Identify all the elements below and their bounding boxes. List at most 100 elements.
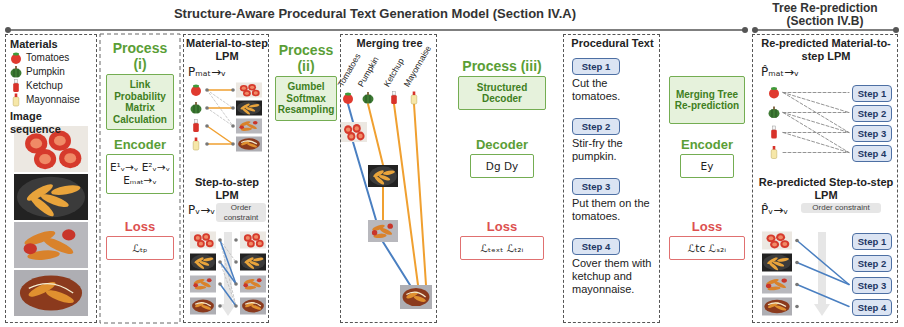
tomato-flesh: [54, 136, 66, 146]
tomato-slice: [256, 240, 264, 247]
step-sentence: Cut the tomatoes.: [572, 77, 658, 103]
photo-background: [762, 276, 792, 294]
tomato-flesh: [258, 242, 262, 246]
photo-background: [236, 83, 262, 98]
food-photo: [240, 298, 266, 315]
weak-link: [220, 240, 236, 262]
node-dot: [231, 124, 235, 128]
math-symbol: Pₘₐₜ→ᵥ: [188, 65, 228, 79]
tomato-flesh: [769, 236, 774, 240]
box-label: Gumbel Softmax Resampling: [278, 81, 335, 116]
predicted-link: [783, 132, 849, 133]
tomato-flesh: [64, 153, 76, 163]
material-icon: [363, 92, 374, 104]
photo-background: [240, 254, 266, 271]
pumpkin-wedge: [249, 104, 260, 108]
photo-background: [368, 165, 398, 187]
step-label: Step 3: [858, 280, 887, 291]
mayonnaise-drizzle: [245, 303, 261, 306]
tomato-flesh: [782, 242, 787, 246]
photo-background: [14, 174, 88, 220]
pumpkin-stripe: [366, 95, 367, 103]
photo-background: [400, 285, 432, 309]
dashed-panel: Re-predicted Material-to-step LPMP̂ₘₐₜ→ᵥ…: [752, 34, 898, 323]
material-name: Pumpkin: [26, 66, 65, 78]
step-link: [220, 262, 236, 284]
food-photo: [340, 122, 367, 142]
pumpkin-body: [11, 69, 22, 78]
food-photo: [762, 232, 792, 250]
tomato-slice: [202, 233, 210, 240]
food-photo: [400, 285, 432, 309]
material-icon: [193, 138, 199, 151]
step-label: Step 1: [582, 61, 611, 72]
tomato-leaf: [13, 53, 19, 56]
tree-edge: [394, 104, 418, 285]
tomato-piece: [388, 224, 393, 229]
step-label: Step 4: [858, 302, 887, 313]
process-box: Process (ii)Gumbel Softmax Resampling: [275, 76, 337, 121]
material-icon: [411, 92, 417, 105]
panel-heading: Step-to-step LPM: [186, 176, 268, 202]
tree-edge: [348, 104, 353, 122]
tomato-piece: [62, 229, 75, 240]
predicted-link: [783, 152, 849, 153]
sauce: [764, 300, 789, 314]
pumpkin-stem: [15, 66, 17, 69]
tomato-piece: [253, 121, 258, 125]
ketchup-bottle: [13, 83, 19, 92]
box-label: Link Probability Matrix Calculation: [109, 79, 171, 125]
tomato-piece: [24, 243, 37, 254]
photo-background: [368, 220, 398, 242]
math-symbol: E¹ᵥ→ᵥ E²ᵥ→ᵥ Eₘₐₜ→ᵥ: [109, 161, 171, 186]
panel-heading: Materials: [10, 38, 94, 51]
node-dot: [205, 106, 209, 110]
photo-background: [762, 232, 792, 250]
section-heading: Loss: [101, 220, 179, 234]
photo-background: [240, 298, 266, 315]
step-link: [220, 240, 236, 284]
tomato-flesh: [242, 87, 246, 90]
tomato-piece: [239, 125, 244, 129]
sauce: [238, 138, 260, 149]
weak-link: [207, 108, 233, 126]
step-badge: Step 3: [852, 277, 892, 294]
food-photo: [762, 254, 792, 272]
encoder-box: EncoderEy: [680, 154, 734, 178]
pumpkin-stripe: [772, 110, 773, 118]
tree-edge: [414, 104, 426, 285]
tomato-slice: [34, 149, 56, 169]
tomato-flesh: [30, 138, 42, 148]
tomato-flesh: [196, 236, 200, 240]
ketchup-bottle: [391, 95, 397, 104]
panel-heading: Procedural Text: [566, 37, 659, 50]
node-dot: [795, 261, 799, 265]
step-badge: Step 4Cover them with ketchup and mayonn…: [572, 238, 620, 255]
pumpkin-wedge: [245, 261, 255, 270]
tomato-slice: [353, 124, 361, 133]
food-photo: [236, 83, 262, 98]
pumpkin-stripe: [776, 110, 777, 118]
photo-background: [236, 137, 262, 152]
step-badge: Step 1Cut the tomatoes.: [572, 58, 620, 75]
pumpkin-stripe: [194, 105, 195, 113]
dashed-frame: [100, 34, 180, 323]
section-heading: Decoder: [465, 138, 539, 152]
predicted-link: [783, 93, 849, 133]
pumpkin-wedge: [383, 170, 396, 176]
material-icon: [191, 102, 202, 114]
tomato-flesh: [39, 154, 51, 164]
math-symbol: ℒₜₚ: [132, 242, 147, 255]
food-photo: [240, 276, 266, 293]
tree-edge: [383, 242, 410, 285]
mayonnaise-bottle: [193, 141, 199, 150]
tomato-flesh: [245, 92, 249, 95]
predicted-link: [783, 93, 849, 113]
material-icon: [771, 126, 777, 139]
step-label: Step 3: [858, 128, 887, 139]
pumpkin-body: [191, 105, 202, 114]
node-dot: [231, 142, 235, 146]
math-symbol: Ey: [701, 160, 714, 173]
food-photo: [190, 276, 216, 293]
step-sentence: Put them on the tomatoes.: [572, 197, 658, 223]
